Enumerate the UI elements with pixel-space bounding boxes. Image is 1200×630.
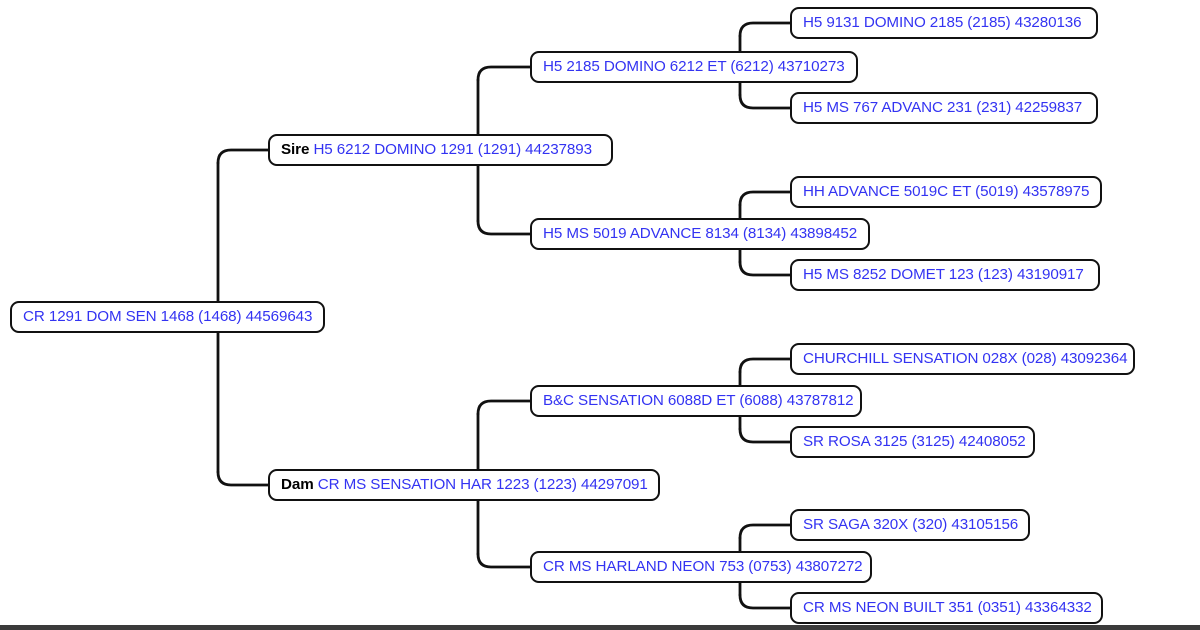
connector-ss-to-ss-d bbox=[738, 93, 792, 110]
node-sire-role: Sire bbox=[281, 141, 310, 158]
node-sire-dam-sire[interactable]: HH ADVANCE 5019C ET (5019) 43578975 bbox=[790, 176, 1102, 208]
node-dam[interactable]: Dam CR MS SENSATION HAR 1223 (1223) 4429… bbox=[268, 469, 660, 501]
node-sire-sire-dam[interactable]: H5 MS 767 ADVANC 231 (231) 42259837 bbox=[790, 92, 1098, 124]
connector-dam-to-dam-dam bbox=[476, 552, 532, 569]
connector-sd-to-sd-d bbox=[738, 260, 792, 277]
node-dam-dam-sire-name: SR SAGA 320X (320) 43105156 bbox=[803, 516, 1019, 533]
node-dam-sire[interactable]: B&C SENSATION 6088D ET (6088) 43787812 bbox=[530, 385, 862, 417]
node-sire[interactable]: Sire H5 6212 DOMINO 1291 (1291) 44237893 bbox=[268, 134, 613, 166]
node-dam-sire-sire-name: CHURCHILL SENSATION 028X (028) 43092364 bbox=[803, 350, 1128, 367]
connector-root-to-dam bbox=[216, 470, 270, 487]
connector-dd-to-dd-s bbox=[738, 523, 792, 540]
node-sire-dam-sire-name: HH ADVANCE 5019C ET (5019) 43578975 bbox=[803, 183, 1090, 200]
node-sire-sire-name: H5 2185 DOMINO 6212 ET (6212) 43710273 bbox=[543, 58, 845, 75]
node-sire-dam-dam-name: H5 MS 8252 DOMET 123 (123) 43190917 bbox=[803, 266, 1084, 283]
connector-dam-to-dam-sire bbox=[476, 399, 532, 416]
node-dam-name: CR MS SENSATION HAR 1223 (1223) 44297091 bbox=[317, 476, 648, 493]
node-dam-dam-dam[interactable]: CR MS NEON BUILT 351 (0351) 43364332 bbox=[790, 592, 1103, 624]
node-sire-sire-sire[interactable]: H5 9131 DOMINO 2185 (2185) 43280136 bbox=[790, 7, 1098, 39]
node-sire-sire[interactable]: H5 2185 DOMINO 6212 ET (6212) 43710273 bbox=[530, 51, 858, 83]
connector-sire-to-sire-sire bbox=[476, 65, 532, 82]
node-root-name: CR 1291 DOM SEN 1468 (1468) 44569643 bbox=[23, 308, 313, 325]
connector-ds-to-ds-d bbox=[738, 427, 792, 444]
node-dam-role: Dam bbox=[281, 476, 314, 493]
node-dam-sire-name: B&C SENSATION 6088D ET (6088) 43787812 bbox=[543, 392, 854, 409]
node-root[interactable]: CR 1291 DOM SEN 1468 (1468) 44569643 bbox=[10, 301, 325, 333]
node-sire-name: H5 6212 DOMINO 1291 (1291) 44237893 bbox=[313, 141, 592, 158]
node-sire-sire-sire-name: H5 9131 DOMINO 2185 (2185) 43280136 bbox=[803, 14, 1082, 31]
node-sire-dam-name: H5 MS 5019 ADVANCE 8134 (8134) 43898452 bbox=[543, 225, 858, 242]
node-dam-dam-name: CR MS HARLAND NEON 753 (0753) 43807272 bbox=[543, 558, 863, 575]
connector-ss-to-ss-s bbox=[738, 21, 792, 38]
node-dam-sire-dam[interactable]: SR ROSA 3125 (3125) 42408052 bbox=[790, 426, 1035, 458]
connector-sd-to-sd-s bbox=[738, 190, 792, 207]
node-dam-dam-sire[interactable]: SR SAGA 320X (320) 43105156 bbox=[790, 509, 1030, 541]
node-dam-dam[interactable]: CR MS HARLAND NEON 753 (0753) 43807272 bbox=[530, 551, 872, 583]
connector-root-to-sire bbox=[216, 148, 270, 165]
node-dam-sire-dam-name: SR ROSA 3125 (3125) 42408052 bbox=[803, 433, 1026, 450]
node-dam-dam-dam-name: CR MS NEON BUILT 351 (0351) 43364332 bbox=[803, 599, 1092, 616]
connector-dd-to-dd-d bbox=[738, 593, 792, 610]
node-sire-sire-dam-name: H5 MS 767 ADVANC 231 (231) 42259837 bbox=[803, 99, 1083, 116]
node-sire-dam-dam[interactable]: H5 MS 8252 DOMET 123 (123) 43190917 bbox=[790, 259, 1100, 291]
bottom-bar bbox=[0, 625, 1200, 630]
connector-ds-to-ds-s bbox=[738, 357, 792, 374]
node-dam-sire-sire[interactable]: CHURCHILL SENSATION 028X (028) 43092364 bbox=[790, 343, 1135, 375]
node-sire-dam[interactable]: H5 MS 5019 ADVANCE 8134 (8134) 43898452 bbox=[530, 218, 870, 250]
connector-sire-to-sire-dam bbox=[476, 219, 532, 236]
